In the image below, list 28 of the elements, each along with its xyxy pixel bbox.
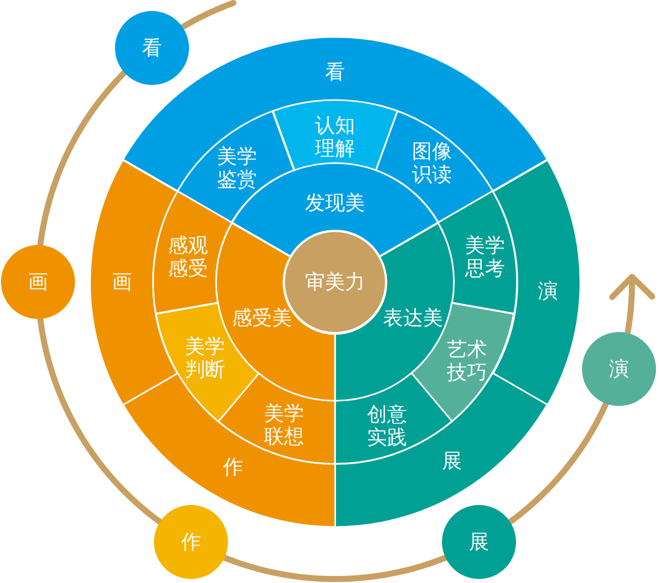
segment-label: 感受美	[232, 306, 292, 330]
segment-label: 美学鉴赏	[216, 144, 258, 191]
segment-label: 画	[112, 270, 132, 294]
step-label: 作	[181, 530, 201, 554]
arc-arrow	[609, 274, 656, 336]
segment-label: 创意实践	[366, 402, 408, 449]
step-label: 画	[28, 270, 48, 294]
segment-label: 发现美	[304, 192, 365, 214]
segment-label: 美学判断	[184, 334, 226, 381]
segment-label: 演	[538, 280, 558, 302]
segment-label: 作	[222, 456, 243, 478]
segment-label: 艺术技巧	[446, 338, 488, 384]
step-circle	[115, 10, 190, 85]
segment-label: 认知理解	[314, 114, 356, 160]
segment-label: 美学联想	[263, 402, 304, 448]
segment-label: 感观感受	[168, 234, 208, 280]
hub-label: 审美力	[305, 270, 365, 294]
step-label: 看	[142, 36, 162, 60]
segment-label: 表达美	[383, 306, 443, 330]
arc-connector	[221, 554, 449, 582]
segment-label: 展	[442, 450, 462, 472]
arc-connector	[507, 400, 610, 525]
segment-label: 美学思考	[464, 234, 506, 280]
segment-label: 看	[324, 60, 345, 84]
segment-label: 图像识读	[411, 140, 452, 186]
arc-connector	[180, 0, 236, 30]
step-label: 展	[468, 530, 489, 554]
step-label: 演	[609, 357, 630, 380]
